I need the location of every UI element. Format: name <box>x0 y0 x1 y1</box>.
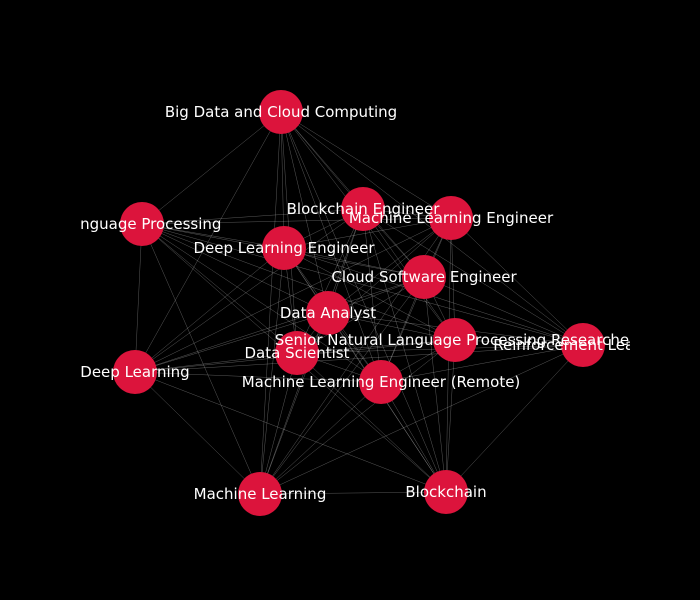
node-label-machine-learning: Machine Learning <box>194 485 327 503</box>
edge-ml-engineer-reinforcement <box>450 217 584 346</box>
edge-deep-learning-machine-learning <box>134 371 261 495</box>
node-label-dl-engineer: Deep Learning Engineer <box>194 239 376 257</box>
node-label-big-data: Big Data and Cloud Computing <box>165 103 397 121</box>
edge-big-data-ml-engineer-remote <box>280 111 382 383</box>
edge-big-data-deep-learning <box>134 111 282 373</box>
node-dl-engineer[interactable] <box>262 226 306 270</box>
nodes-layer <box>113 90 605 516</box>
node-label-cloud-engineer: Cloud Software Engineer <box>331 268 517 286</box>
node-nlp[interactable] <box>120 202 164 246</box>
node-label-ml-engineer-remote: Machine Learning Engineer (Remote) <box>242 373 521 391</box>
edge-nlp-data-scientist <box>141 223 298 354</box>
edge-blockchain-engineer-blockchain <box>362 208 447 493</box>
edge-ml-engineer-data-analyst <box>327 217 452 314</box>
edge-cloud-engineer-data-scientist <box>296 276 425 354</box>
node-reinforcement[interactable] <box>561 323 605 367</box>
edge-big-data-machine-learning <box>259 111 282 495</box>
edge-dl-engineer-machine-learning <box>259 247 285 495</box>
edge-nlp-deep-learning <box>134 223 143 373</box>
node-label-reinforcement: Reinforcement Learning <box>493 336 673 354</box>
edge-big-data-dl-engineer <box>280 111 285 249</box>
node-ml-engineer[interactable] <box>429 196 473 240</box>
node-data-analyst[interactable] <box>306 291 350 335</box>
edge-data-scientist-blockchain <box>296 352 447 493</box>
edge-cloud-engineer-machine-learning <box>259 276 425 495</box>
edge-nlp-machine-learning <box>141 223 261 495</box>
edge-machine-learning-blockchain <box>259 491 447 495</box>
edge-nlp-dl-engineer <box>141 223 285 249</box>
edge-ml-engineer-ml-engineer-remote <box>380 217 452 383</box>
edge-blockchain-engineer-data-scientist <box>296 208 364 354</box>
edge-big-data-data-analyst <box>280 111 329 314</box>
edge-blockchain-engineer-deep-learning <box>134 208 364 373</box>
edge-senior-nlp-data-scientist <box>296 339 456 354</box>
edge-ml-engineer-remote-machine-learning <box>259 381 382 495</box>
node-senior-nlp[interactable] <box>433 318 477 362</box>
node-label-blockchain-engineer: Blockchain Engineer <box>287 200 441 218</box>
node-label-senior-nlp: Senior Natural Language Processing Resea… <box>275 331 636 349</box>
edge-reinforcement-machine-learning <box>259 344 584 495</box>
edge-reinforcement-ml-engineer-remote <box>380 344 584 383</box>
edge-blockchain-engineer-reinforcement <box>362 208 584 346</box>
edge-big-data-ml-engineer <box>280 111 452 219</box>
node-big-data[interactable] <box>259 90 303 134</box>
edge-data-analyst-deep-learning <box>134 312 329 373</box>
node-blockchain[interactable] <box>424 470 468 514</box>
node-machine-learning[interactable] <box>238 472 282 516</box>
edge-ml-engineer-deep-learning <box>134 217 452 373</box>
edge-cloud-engineer-blockchain <box>423 276 447 493</box>
edge-dl-engineer-cloud-engineer <box>283 247 425 278</box>
edge-big-data-nlp <box>141 111 282 225</box>
edge-nlp-ml-engineer-remote <box>141 223 382 383</box>
edge-data-scientist-machine-learning <box>259 352 298 495</box>
node-label-blockchain: Blockchain <box>405 483 486 501</box>
edge-ml-engineer-nlp <box>141 217 452 225</box>
edge-deep-learning-blockchain <box>134 371 447 493</box>
edge-deep-learning-data-scientist <box>134 352 298 373</box>
edge-reinforcement-blockchain <box>445 344 584 493</box>
edge-cloud-engineer-deep-learning <box>134 276 425 373</box>
node-label-nlp: Language Processing <box>63 215 222 233</box>
node-label-ml-engineer: Machine Learning Engineer <box>349 209 554 227</box>
edge-blockchain-engineer-ml-engineer-remote <box>362 208 382 383</box>
node-label-data-scientist: Data Scientist <box>245 344 350 362</box>
node-label-deep-learning: Deep Learning <box>80 363 189 381</box>
edge-dl-engineer-senior-nlp <box>283 247 456 341</box>
edge-nlp-data-analyst <box>141 223 329 314</box>
node-label-data-analyst: Data Analyst <box>280 304 376 322</box>
edge-blockchain-engineer-nlp <box>141 208 364 225</box>
edge-nlp-reinforcement <box>141 223 584 346</box>
edge-senior-nlp-machine-learning <box>259 339 456 495</box>
node-deep-learning[interactable] <box>113 350 157 394</box>
edge-dl-engineer-deep-learning <box>134 247 285 373</box>
node-cloud-engineer[interactable] <box>402 255 446 299</box>
node-data-scientist[interactable] <box>275 331 319 375</box>
edge-nlp-senior-nlp <box>141 223 456 341</box>
edge-ml-engineer-dl-engineer <box>283 217 452 249</box>
edge-senior-nlp-blockchain <box>445 339 456 493</box>
edges-layer <box>134 111 584 495</box>
edge-reinforcement-deep-learning <box>134 344 584 373</box>
node-blockchain-engineer[interactable] <box>341 187 385 231</box>
edge-deep-learning-ml-engineer-remote <box>134 371 382 383</box>
node-ml-engineer-remote[interactable] <box>359 360 403 404</box>
edge-cloud-engineer-reinforcement <box>423 276 584 346</box>
edge-big-data-blockchain <box>280 111 447 493</box>
